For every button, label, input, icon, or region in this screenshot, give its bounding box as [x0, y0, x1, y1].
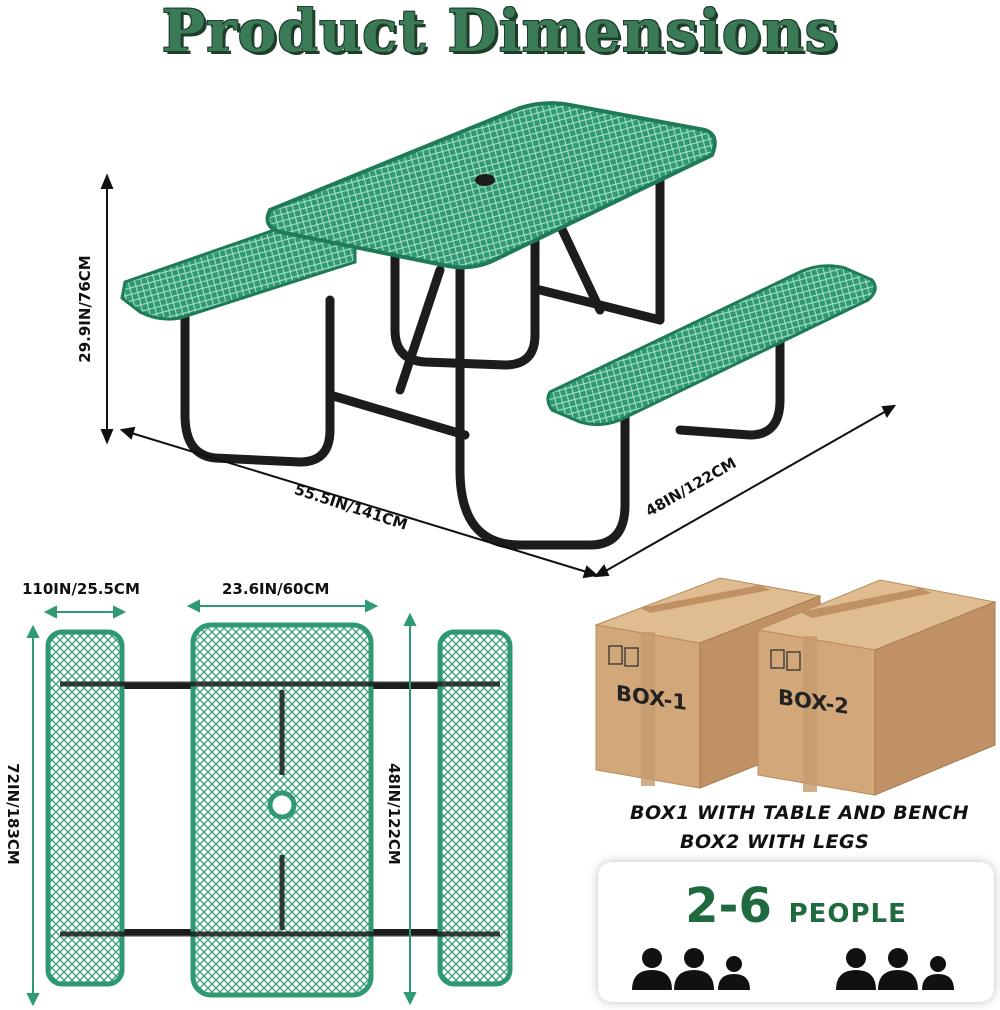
capacity-card: 2-6 PEOPLE	[598, 862, 994, 1002]
person-icon	[878, 948, 918, 990]
person-icon	[632, 948, 672, 990]
table-frame	[180, 175, 785, 550]
person-icon	[674, 948, 714, 990]
table-top	[265, 101, 717, 270]
overall-length-label: 72IN/183CM	[4, 763, 22, 865]
top-right-bench	[437, 629, 513, 987]
height-label: 29.9IN/76CM	[76, 255, 94, 363]
top-left-bench	[45, 629, 125, 987]
right-bench	[546, 264, 877, 427]
capacity-number: 2-6	[685, 878, 772, 934]
page-title: Product Dimensions	[161, 0, 839, 65]
box-note-line2: BOX2 WITH LEGS	[680, 831, 870, 853]
box-2-graphic	[756, 579, 997, 796]
capacity-text: 2-6 PEOPLE	[598, 878, 994, 942]
box-note-line1: BOX1 WITH TABLE AND BENCH	[630, 802, 970, 824]
people-icons	[632, 948, 954, 990]
dimension-arrows	[100, 173, 897, 579]
capacity-unit: PEOPLE	[788, 899, 907, 929]
person-icon	[922, 956, 954, 990]
person-icon	[836, 948, 876, 990]
person-icon	[718, 956, 750, 990]
table-length-label: 48IN/122CM	[385, 763, 403, 865]
top-view	[26, 599, 513, 1007]
table-width-label: 23.6IN/60CM	[222, 580, 330, 598]
bench-width-label: 110IN/25.5CM	[22, 580, 140, 598]
